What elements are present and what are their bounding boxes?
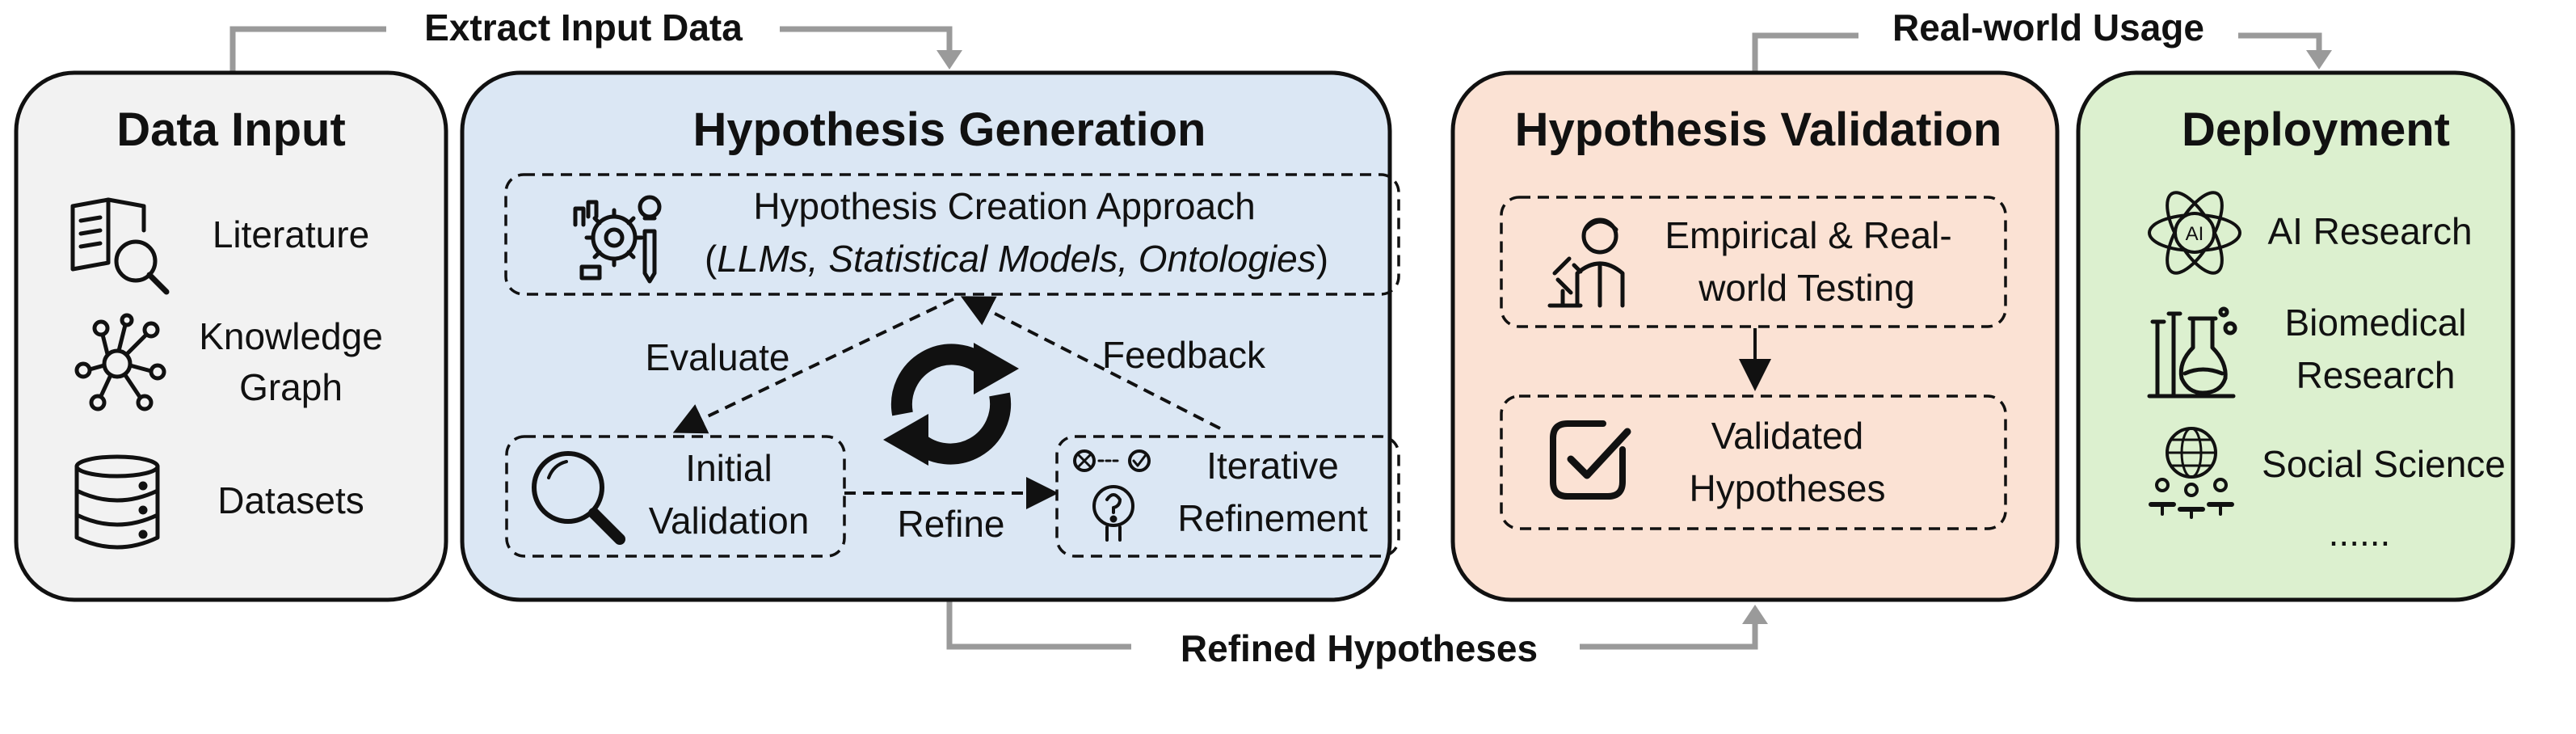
iterative-label-1: Iterative bbox=[1206, 445, 1339, 487]
knowledge-label-2: Graph bbox=[239, 366, 343, 408]
initial-validation-box bbox=[505, 435, 846, 558]
validated-label-1: Validated bbox=[1711, 415, 1863, 457]
knowledge-label-1: Knowledge bbox=[199, 315, 383, 357]
validated-box bbox=[1500, 394, 2007, 530]
generation-title: Hypothesis Generation bbox=[693, 103, 1206, 156]
generation-box bbox=[460, 70, 1392, 602]
usage-label: Real-world Usage bbox=[1892, 6, 2204, 49]
scientist-microscope-icon bbox=[1547, 217, 1625, 308]
globe-people-icon bbox=[2149, 427, 2234, 519]
validated-label-2: Hypotheses bbox=[1690, 467, 1886, 509]
deployment-panel: Deployment AI AI Research Biomedical Res… bbox=[2076, 70, 2515, 602]
usage-connector bbox=[1752, 32, 2332, 71]
approach-methods: LLMs, Statistical Models, Ontologies bbox=[717, 238, 1315, 280]
more-ellipsis: ...... bbox=[2329, 512, 2391, 554]
approach-box bbox=[504, 173, 1400, 296]
approach-title: Hypothesis Creation Approach bbox=[753, 185, 1255, 227]
ai-research-label: AI Research bbox=[2267, 210, 2472, 252]
evaluate-label: Evaluate bbox=[645, 336, 789, 378]
initial-label-2: Validation bbox=[649, 500, 810, 542]
deployment-box bbox=[2076, 70, 2515, 602]
extract-label: Extract Input Data bbox=[424, 6, 743, 49]
checkbox-icon bbox=[1550, 420, 1631, 500]
biomedical-label-1: Biomedical bbox=[2285, 302, 2467, 344]
svg-text:AI: AI bbox=[2186, 223, 2204, 245]
datasets-label: Datasets bbox=[217, 479, 364, 521]
initial-label-1: Initial bbox=[685, 447, 772, 489]
social-science-label: Social Science bbox=[2262, 443, 2506, 485]
refined-connector bbox=[946, 600, 1768, 650]
testing-label-2: world Testing bbox=[1698, 267, 1915, 309]
deployment-title: Deployment bbox=[2182, 103, 2450, 156]
cross-check-question-icon bbox=[1073, 449, 1151, 542]
ai-atom-icon: AI bbox=[2148, 191, 2241, 275]
lab-flask-icon bbox=[2147, 306, 2237, 399]
magnifier-icon bbox=[532, 451, 625, 545]
testing-box bbox=[1500, 196, 2007, 328]
data-input-box bbox=[14, 70, 448, 602]
iterative-refinement-box bbox=[1055, 435, 1400, 558]
validation-panel: Hypothesis Validation Empirical & Real- … bbox=[1450, 70, 2060, 602]
book-search-icon bbox=[70, 197, 170, 295]
refined-label: Refined Hypotheses bbox=[1181, 627, 1538, 669]
validation-title: Hypothesis Validation bbox=[1515, 103, 2002, 156]
knowledge-graph-icon bbox=[74, 313, 166, 411]
data-input-title: Data Input bbox=[116, 103, 346, 156]
refine-label: Refine bbox=[898, 503, 1005, 545]
literature-label: Literature bbox=[213, 213, 369, 255]
iterative-label-2: Refinement bbox=[1177, 497, 1367, 539]
feedback-label: Feedback bbox=[1102, 334, 1266, 376]
evaluate-arrow bbox=[672, 297, 954, 434]
gears-lightbulb-icon bbox=[573, 195, 662, 284]
refresh-cycle-icon bbox=[883, 343, 1019, 466]
feedback-arrow bbox=[960, 296, 1221, 430]
extract-connector bbox=[229, 26, 962, 71]
generation-panel: Hypothesis Generation Hypothesis Creatio… bbox=[460, 70, 1400, 602]
database-icon bbox=[74, 454, 160, 550]
biomedical-label-2: Research bbox=[2296, 354, 2456, 396]
data-input-panel: Data Input Literature Knowledge Graph bbox=[14, 70, 448, 602]
testing-label-1: Empirical & Real- bbox=[1665, 214, 1951, 256]
approach-subtitle: (LLMs, Statistical Models, Ontologies) bbox=[705, 238, 1328, 280]
